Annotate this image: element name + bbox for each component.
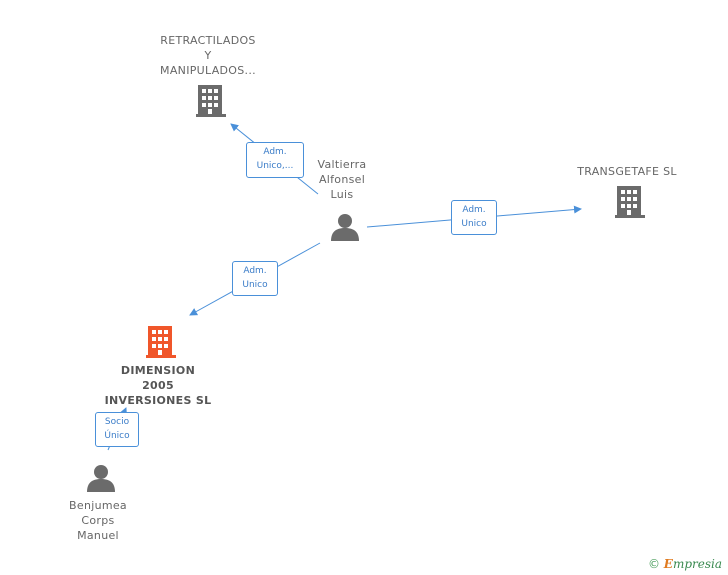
label-line: 2005 [142, 379, 174, 392]
copyright-symbol: © [647, 557, 660, 571]
node-label-transgetafe[interactable]: TRANSGETAFE SL [567, 164, 687, 179]
label-line: Corps [81, 514, 115, 527]
label-line: Benjumea [69, 499, 127, 512]
label-line: INVERSIONES SL [104, 394, 212, 407]
label-line: Luis [330, 188, 354, 201]
person-icon[interactable] [331, 214, 359, 241]
edge-label-line: Socio [104, 417, 130, 427]
edge-label-line: Unico,... [256, 161, 294, 171]
node-label-benjumea[interactable]: Benjumea Corps Manuel [58, 498, 138, 543]
edge-label-to-retractilados[interactable]: Adm. Unico,... [246, 142, 304, 178]
label-line: Alfonsel [318, 173, 366, 186]
building-icon[interactable] [196, 85, 226, 117]
label-line: Valtierra [317, 158, 367, 171]
edge-label-line: Adm. [263, 147, 287, 157]
node-label-retractilados[interactable]: RETRACTILADOS Y MANIPULADOS... [148, 33, 268, 78]
label-line: TRANSGETAFE SL [577, 165, 677, 178]
label-line: RETRACTILADOS [160, 34, 256, 47]
edge-label-line: Único [104, 431, 130, 441]
edge-label-line: Adm. [243, 266, 267, 276]
edge-label-line: Unico [461, 219, 487, 229]
edge-label-line: Unico [242, 280, 268, 290]
brand-logo: Empresia [663, 557, 722, 571]
label-line: DIMENSION [120, 364, 196, 377]
building-icon[interactable] [146, 326, 176, 358]
building-icon[interactable] [615, 186, 645, 218]
person-icon[interactable] [87, 465, 115, 492]
label-line: MANIPULADOS... [160, 64, 256, 77]
edge-label-line: Adm. [462, 205, 486, 215]
label-line: Y [204, 49, 212, 62]
edge-label-benjumea-dimension[interactable]: Socio Único [95, 412, 139, 447]
node-label-valtierra[interactable]: Valtierra Alfonsel Luis [302, 157, 382, 202]
edge-label-to-dimension[interactable]: Adm. Unico [232, 261, 278, 296]
footer-brand[interactable]: © Empresia [648, 557, 722, 571]
node-label-dimension[interactable]: DIMENSION 2005 INVERSIONES SL [98, 363, 218, 408]
edge-label-to-transgetafe[interactable]: Adm. Unico [451, 200, 497, 235]
label-line: Manuel [77, 529, 119, 542]
